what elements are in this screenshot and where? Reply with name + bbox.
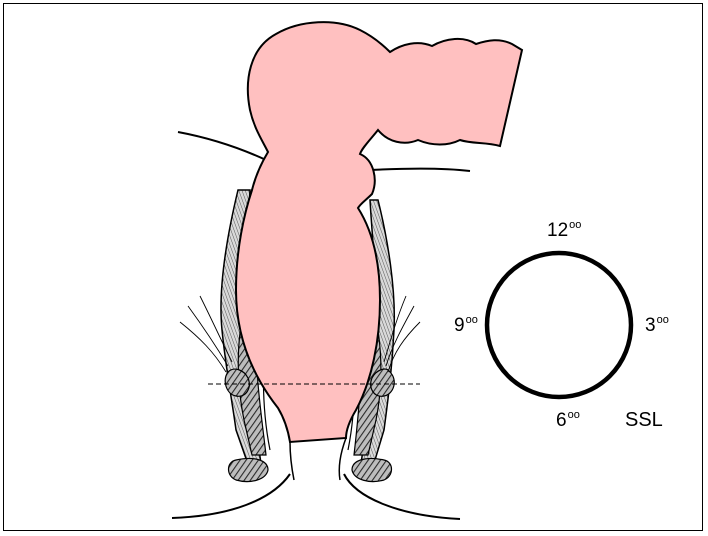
clock-position-circle <box>487 253 631 397</box>
clock-label-6: 6oo <box>556 411 580 430</box>
anal-canal-left <box>290 442 294 480</box>
clock-12-number: 12 <box>547 220 568 241</box>
clock-3-sup: oo <box>657 314 669 326</box>
clock-12-sup: oo <box>569 219 581 231</box>
pelvic-floor-line-right <box>370 169 470 171</box>
clock-9-number: 9 <box>454 315 465 336</box>
pelvic-floor-line <box>178 132 266 160</box>
skin-left <box>172 474 290 518</box>
clock-label-9: 9oo <box>454 316 478 335</box>
clock-6-number: 6 <box>556 410 567 431</box>
skin-right <box>344 474 460 519</box>
ssl-label: SSL <box>625 410 663 430</box>
clock-9-sup: oo <box>466 314 478 326</box>
clock-6-sup: oo <box>568 409 580 421</box>
clock-label-12: 12oo <box>547 221 581 240</box>
clock-label-3: 3oo <box>645 316 669 335</box>
clock-3-number: 3 <box>645 315 656 336</box>
anal-canal-right <box>339 438 346 480</box>
